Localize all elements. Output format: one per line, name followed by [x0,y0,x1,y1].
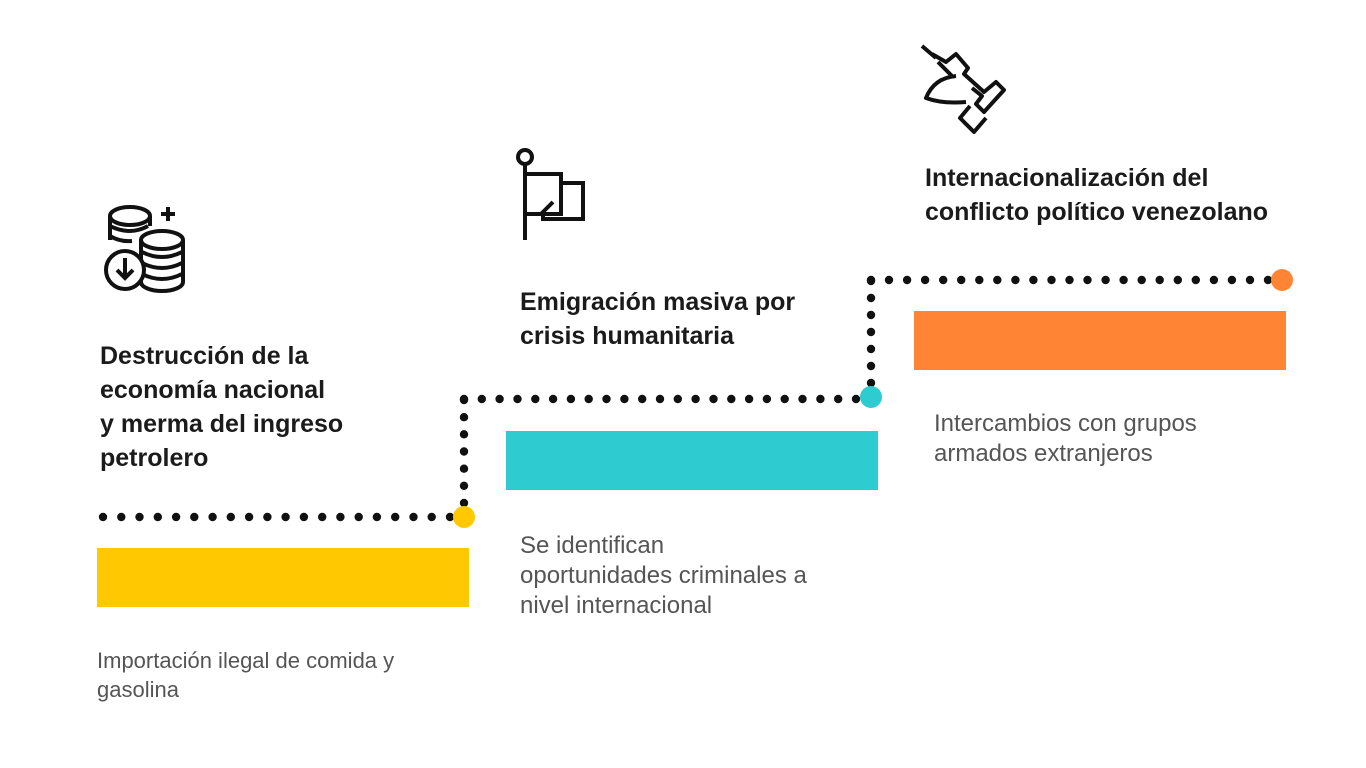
step-1-heading: Destrucción de la economía nacional y me… [100,342,344,472]
path-dot [1227,275,1237,285]
path-dot [459,498,469,508]
path-dot [281,512,290,522]
path-dot [1119,275,1128,285]
path-dot [884,275,894,285]
path-dot [1137,275,1146,285]
path-dot [190,512,199,522]
path-dot [336,512,345,522]
path-dot [1029,275,1038,285]
path-dot [920,275,930,285]
path-dot [135,512,144,522]
path-dot [1155,275,1164,285]
path-dot [584,394,593,404]
path-dot [391,512,400,522]
path-dot [1011,275,1020,285]
path-dot [98,512,108,522]
path-dot [513,394,522,404]
path-dot [244,512,254,522]
step-1-description: Importación ilegal de comida y gasolina [97,648,395,702]
path-dot [866,310,876,320]
path-dot [445,512,455,522]
step-3-description: Intercambios con grupos armados extranje… [934,410,1197,467]
path-dot [459,413,469,422]
path-dot [459,447,469,456]
path-dot [459,481,469,490]
path-dot [816,394,825,404]
path-dot [477,394,486,404]
path-dot [866,327,876,337]
path-dot [459,430,469,439]
path-dot [866,293,876,303]
path-dot [495,394,504,404]
path-dot [1191,275,1201,285]
path-dot [1245,275,1255,285]
step-3-bar [914,311,1286,370]
path-dot [866,275,876,285]
path-dot [1047,275,1056,285]
path-dot [263,512,272,522]
path-dot [744,394,754,404]
step-2-description: Se identifican oportunidades criminales … [520,532,807,619]
path-dot [208,512,217,522]
step-1-bar [97,548,469,607]
path-dot [939,275,948,285]
path-dot [866,361,876,371]
step-3-node [1271,269,1293,291]
path-dot [459,394,469,404]
path-dot [531,394,540,404]
path-dot [851,394,861,404]
step-1-node [453,506,475,528]
step-3-heading: Internacionalización del conflicto polít… [925,164,1269,226]
path-dot [1101,275,1110,285]
path-dot [638,394,647,404]
path-dot [727,394,736,404]
step-2-bar [506,431,878,490]
path-dot [655,394,665,404]
path-dot [993,275,1002,285]
path-dot [673,394,682,404]
path-dot [171,512,181,522]
path-dot [566,394,576,404]
path-dot [1065,275,1074,285]
path-dot [1209,275,1219,285]
path-dot [957,275,966,285]
path-dot [691,394,700,404]
path-dot [1173,275,1183,285]
coins-down-icon [104,205,185,293]
path-dot [620,394,629,404]
path-dot [975,275,984,285]
path-dot [709,394,718,404]
path-dot [409,512,418,522]
path-dot [902,275,912,285]
step-2-heading: Emigración masiva por crisis humanitaria [520,288,796,350]
path-dot [866,378,876,388]
path-dot [372,512,382,522]
path-dot [1263,275,1273,285]
flag-icon [516,148,585,240]
path-dot [762,394,772,404]
path-dot [780,394,789,404]
path-dot [834,394,843,404]
path-dot [299,512,309,522]
path-dot [548,394,558,404]
path-dot [866,344,876,354]
path-dot [1083,275,1092,285]
path-dot [117,512,126,522]
path-dot [318,512,327,522]
step-2-node [860,386,882,408]
path-dot [354,512,363,522]
path-dot [602,394,611,404]
path-dot [427,512,436,522]
rifle-icon [920,44,1006,134]
path-dot [798,394,807,404]
path-dot [459,464,469,473]
path-dot [153,512,162,522]
path-dot [226,512,235,522]
